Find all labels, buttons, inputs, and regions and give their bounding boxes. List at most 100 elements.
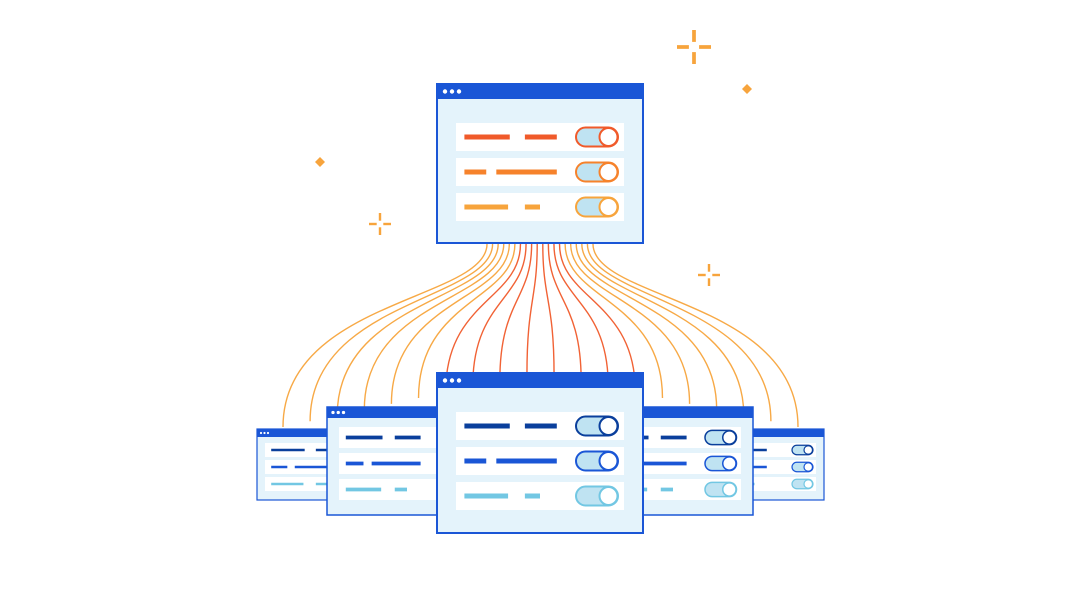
toggle-knob xyxy=(803,462,814,472)
setting-label-bar xyxy=(464,169,487,175)
window-dot-icon xyxy=(263,431,266,435)
connector-line xyxy=(575,243,718,410)
toggle-switch-icon xyxy=(791,444,814,456)
connector-line xyxy=(309,243,494,422)
settings-row xyxy=(456,158,624,186)
toggle-knob xyxy=(598,162,619,182)
window-title-bar xyxy=(685,429,824,437)
settings-row xyxy=(456,193,624,221)
settings-row xyxy=(456,123,624,151)
toggle-switch-icon xyxy=(704,481,738,498)
setting-label-bar xyxy=(345,461,364,466)
window-dot-icon xyxy=(442,378,448,383)
window-dot-icon xyxy=(266,431,270,435)
sparkle-plus-icon xyxy=(677,30,711,64)
window-title-bar xyxy=(437,84,643,99)
setting-label-bar xyxy=(315,482,327,486)
setting-label-bar xyxy=(496,169,557,175)
connector-line xyxy=(444,243,522,393)
window-dot-icon xyxy=(456,378,462,383)
browser-window-icon xyxy=(436,372,644,534)
setting-label-bar xyxy=(464,204,509,210)
settings-row xyxy=(456,412,624,440)
toggle-switch-icon xyxy=(575,161,619,183)
setting-label-bar xyxy=(660,487,673,492)
setting-label-bar xyxy=(637,461,687,466)
connector-line xyxy=(581,243,745,416)
toggle-switch-icon xyxy=(704,429,738,446)
toggle-switch-icon xyxy=(791,461,814,473)
toggle-knob xyxy=(598,416,619,436)
connector-line xyxy=(526,243,538,375)
toggle-knob xyxy=(598,197,619,217)
window-title-bar xyxy=(593,407,753,418)
setting-label-bar xyxy=(271,465,288,469)
setting-label-bar xyxy=(394,487,407,492)
connector-line xyxy=(390,243,511,404)
setting-label-bar xyxy=(271,448,305,452)
settings-row xyxy=(456,482,624,510)
toggle-switch-icon xyxy=(704,455,738,472)
connector-line xyxy=(542,243,555,375)
toggle-knob xyxy=(598,127,619,147)
setting-label-bar xyxy=(660,435,687,440)
source-window xyxy=(436,83,644,244)
sparkles xyxy=(315,30,752,286)
connector-line xyxy=(472,243,527,387)
setting-label-bar xyxy=(524,204,540,210)
connector-line xyxy=(558,243,637,393)
setting-label-bar xyxy=(524,423,557,429)
toggle-switch-icon xyxy=(575,485,619,507)
sparkle-diamond-icon xyxy=(315,157,325,167)
toggle-knob xyxy=(722,430,737,445)
window-dot-icon xyxy=(336,410,340,415)
connector-line xyxy=(564,243,664,399)
connector-line xyxy=(547,243,582,381)
setting-label-bar xyxy=(524,134,557,140)
toggle-knob xyxy=(803,479,814,489)
window-dot-icon xyxy=(259,431,263,435)
setting-label-bar xyxy=(496,458,557,464)
toggle-switch-icon xyxy=(575,450,619,472)
setting-label-bar xyxy=(371,461,421,466)
connector-line xyxy=(282,243,488,428)
connector-line xyxy=(417,243,516,399)
window-dot-icon xyxy=(456,89,462,94)
window-dot-icon xyxy=(331,410,335,415)
setting-label-bar xyxy=(464,134,510,140)
toggle-knob xyxy=(598,486,619,506)
window-dot-icon xyxy=(449,89,455,94)
setting-label-bar xyxy=(464,458,487,464)
window-dot-icon xyxy=(341,410,346,415)
sparkle-shape xyxy=(742,84,752,94)
setting-label-bar xyxy=(464,423,510,429)
target-windows xyxy=(256,372,825,534)
toggle-knob xyxy=(722,456,737,471)
window-dot-icon xyxy=(442,89,448,94)
sparkle-diamond-icon xyxy=(742,84,752,94)
connector-line xyxy=(569,243,691,404)
sparkle-plus-icon xyxy=(698,264,720,286)
toggle-switch-icon xyxy=(791,478,814,490)
sparkle-plus-icon xyxy=(369,213,391,235)
connector-line xyxy=(336,243,499,416)
toggle-switch-icon xyxy=(575,415,619,437)
window-dot-icon xyxy=(449,378,455,383)
connector-line xyxy=(553,243,609,387)
connector-line xyxy=(592,243,799,428)
connector-line xyxy=(499,243,533,381)
connector-lines xyxy=(282,243,799,428)
toggle-knob xyxy=(598,451,619,471)
toggle-knob xyxy=(803,445,814,455)
setting-label-bar xyxy=(524,493,540,499)
connector-line xyxy=(586,243,772,422)
sparkle-shape xyxy=(315,157,325,167)
toggle-switch-icon xyxy=(575,126,619,148)
browser-window-icon xyxy=(436,83,644,244)
window-title-bar xyxy=(437,373,643,388)
setting-label-bar xyxy=(271,482,304,486)
setting-label-bar xyxy=(464,493,509,499)
toggle-knob xyxy=(722,482,737,497)
setting-label-bar xyxy=(394,435,421,440)
